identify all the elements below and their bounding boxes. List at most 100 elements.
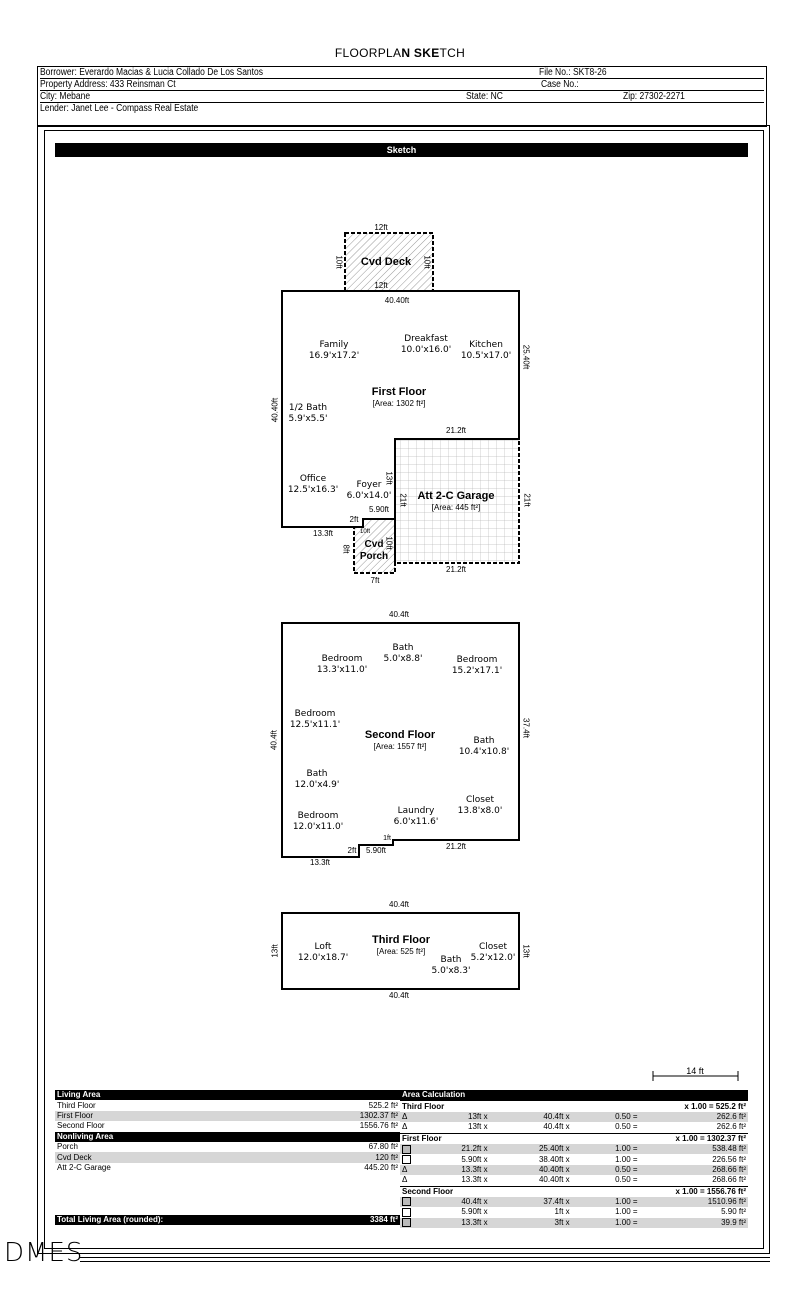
living-area-header: Living Area xyxy=(55,1090,400,1101)
rectangle-icon xyxy=(402,1144,411,1154)
tf-dim-right: 13ft xyxy=(521,944,531,958)
garage-dim-bottom: 21.2ft xyxy=(445,565,467,574)
inner-frame xyxy=(44,130,764,1249)
sf-dim-bottom-right: 21.2ft xyxy=(445,842,467,851)
zip: Zip: 27302-2271 xyxy=(623,91,685,102)
ff-dim-bottom-left: 13.3ft xyxy=(312,529,334,538)
sf-dim-left: 40.4ft xyxy=(269,729,279,751)
footer-rule xyxy=(80,1257,770,1262)
sf-dim-step2: 5.90ft xyxy=(365,846,387,855)
ff-dim-left: 40.40ft xyxy=(270,397,280,423)
borrower: Borrower: Everardo Macias & Lucia Collad… xyxy=(40,67,264,78)
porch-dim-right: 10ft xyxy=(384,536,394,550)
porch-dim-left: 8ft xyxy=(341,544,351,554)
deck-label: Cvd Deck xyxy=(360,256,412,268)
deck-dim-bottom: 12ft xyxy=(374,281,388,290)
deck-dim-right: 10ft xyxy=(422,255,432,269)
sf-dim-step3: 1ft xyxy=(383,835,391,842)
garage-dim-right: 21ft xyxy=(522,493,532,507)
tf-dim-left: 13ft xyxy=(270,944,280,958)
deck-dim-top: 12ft xyxy=(374,223,388,232)
city: City: Mebane xyxy=(40,91,91,102)
scale-label: 14 ft xyxy=(686,1066,704,1076)
page-title: FLOORPLAN SKETCH xyxy=(334,46,466,60)
triangle-icon: Δ xyxy=(402,1164,408,1174)
porch-dim-top: 10ft xyxy=(359,529,371,535)
garage-dim-left: 21ft xyxy=(398,493,408,507)
porch-dim-bottom: 7ft xyxy=(370,576,380,585)
second-floor-outline xyxy=(281,622,520,858)
ff-dim-garage-top: 21.2ft xyxy=(445,426,467,435)
rectangle-icon xyxy=(402,1218,411,1228)
second-floor-label: Second Floor[Area: 1557 ft²] xyxy=(364,729,436,751)
lender: Lender: Janet Lee - Compass Real Estate xyxy=(40,103,199,114)
state: State: NC xyxy=(466,91,503,102)
cvd-deck-shape xyxy=(344,232,434,292)
sf-dim-step: 2ft xyxy=(347,846,357,855)
triangle-icon: Δ xyxy=(402,1122,408,1132)
ff-dim-right: 25.40ft xyxy=(521,344,531,370)
rectangle-icon xyxy=(402,1197,411,1207)
area-calculation-header: Area Calculation xyxy=(400,1090,748,1101)
sf-dim-right: 37.4ft xyxy=(521,717,531,739)
property-address: Property Address: 433 Reinsman Ct xyxy=(40,79,176,90)
header-info-box: Borrower: Everardo Macias & Lucia Collad… xyxy=(37,66,767,127)
ff-dim-step: 2ft xyxy=(349,515,359,524)
triangle-icon: Δ xyxy=(402,1111,408,1121)
ff-dim-step2: 5.90ft xyxy=(368,505,390,514)
nonliving-area-header: Nonliving Area xyxy=(55,1131,400,1142)
rectangle-icon xyxy=(402,1154,411,1164)
scale-bar xyxy=(652,1071,739,1081)
section-bar-sketch: Sketch xyxy=(55,143,748,157)
rectangle-icon xyxy=(402,1207,411,1217)
third-floor-outline xyxy=(281,912,520,990)
ff-dim-top: 40.40ft xyxy=(384,296,410,305)
garage-label: Att 2-C Garage[Area: 445 ft²] xyxy=(417,490,495,512)
sf-dim-bottom-left: 13.3ft xyxy=(309,858,331,867)
third-floor-label: Third Floor[Area: 525 ft²] xyxy=(371,934,431,956)
case-no: Case No.: xyxy=(541,79,579,90)
triangle-icon: Δ xyxy=(402,1175,408,1185)
tf-dim-top: 40.4ft xyxy=(388,900,410,909)
logo: DMES xyxy=(4,1238,84,1268)
file-no: File No.: SKT8-26 xyxy=(539,67,607,78)
